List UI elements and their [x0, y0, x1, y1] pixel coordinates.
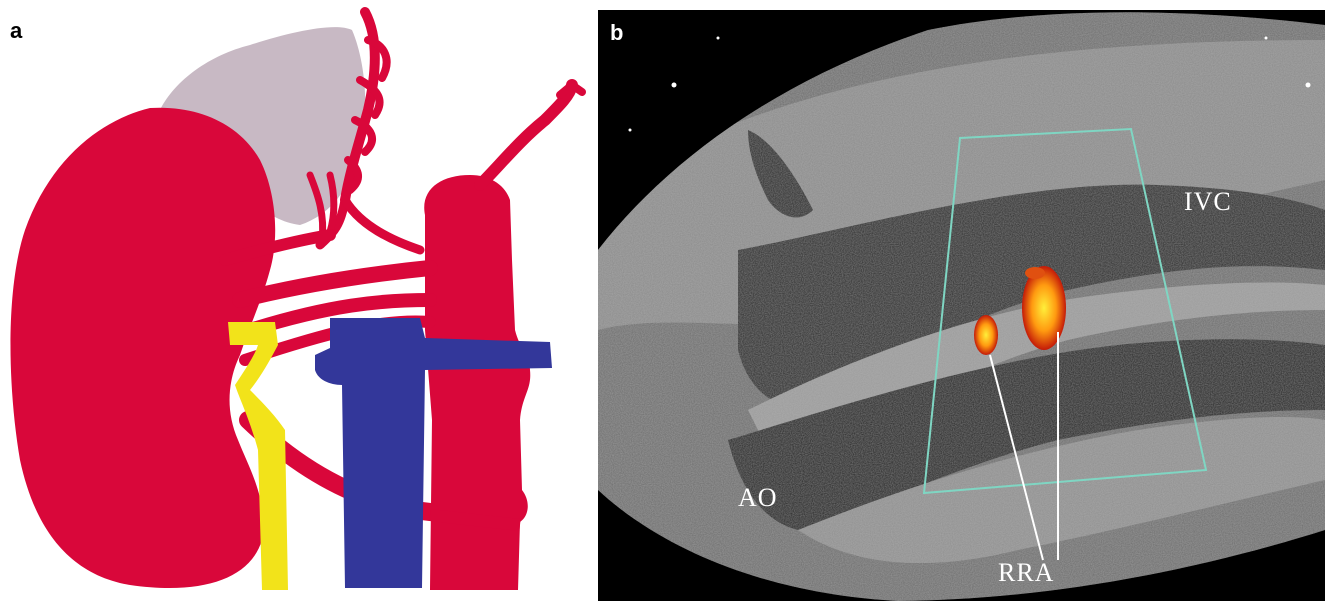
panel-label-a: a [10, 18, 22, 44]
kidney-diagram [0, 0, 600, 601]
ultrasound-panel: b IVC AO RRA [598, 10, 1325, 601]
doppler-flow-main [1022, 266, 1066, 350]
doppler-flow-small [974, 315, 998, 355]
kidney-diagram-panel: a [0, 0, 600, 601]
rra-label: RRA [998, 558, 1054, 588]
ao-label: AO [738, 483, 778, 513]
panel-label-b: b [610, 20, 623, 46]
ultrasound-image [598, 10, 1325, 601]
kidney [10, 108, 275, 588]
ivc-label: IVC [1184, 187, 1232, 217]
